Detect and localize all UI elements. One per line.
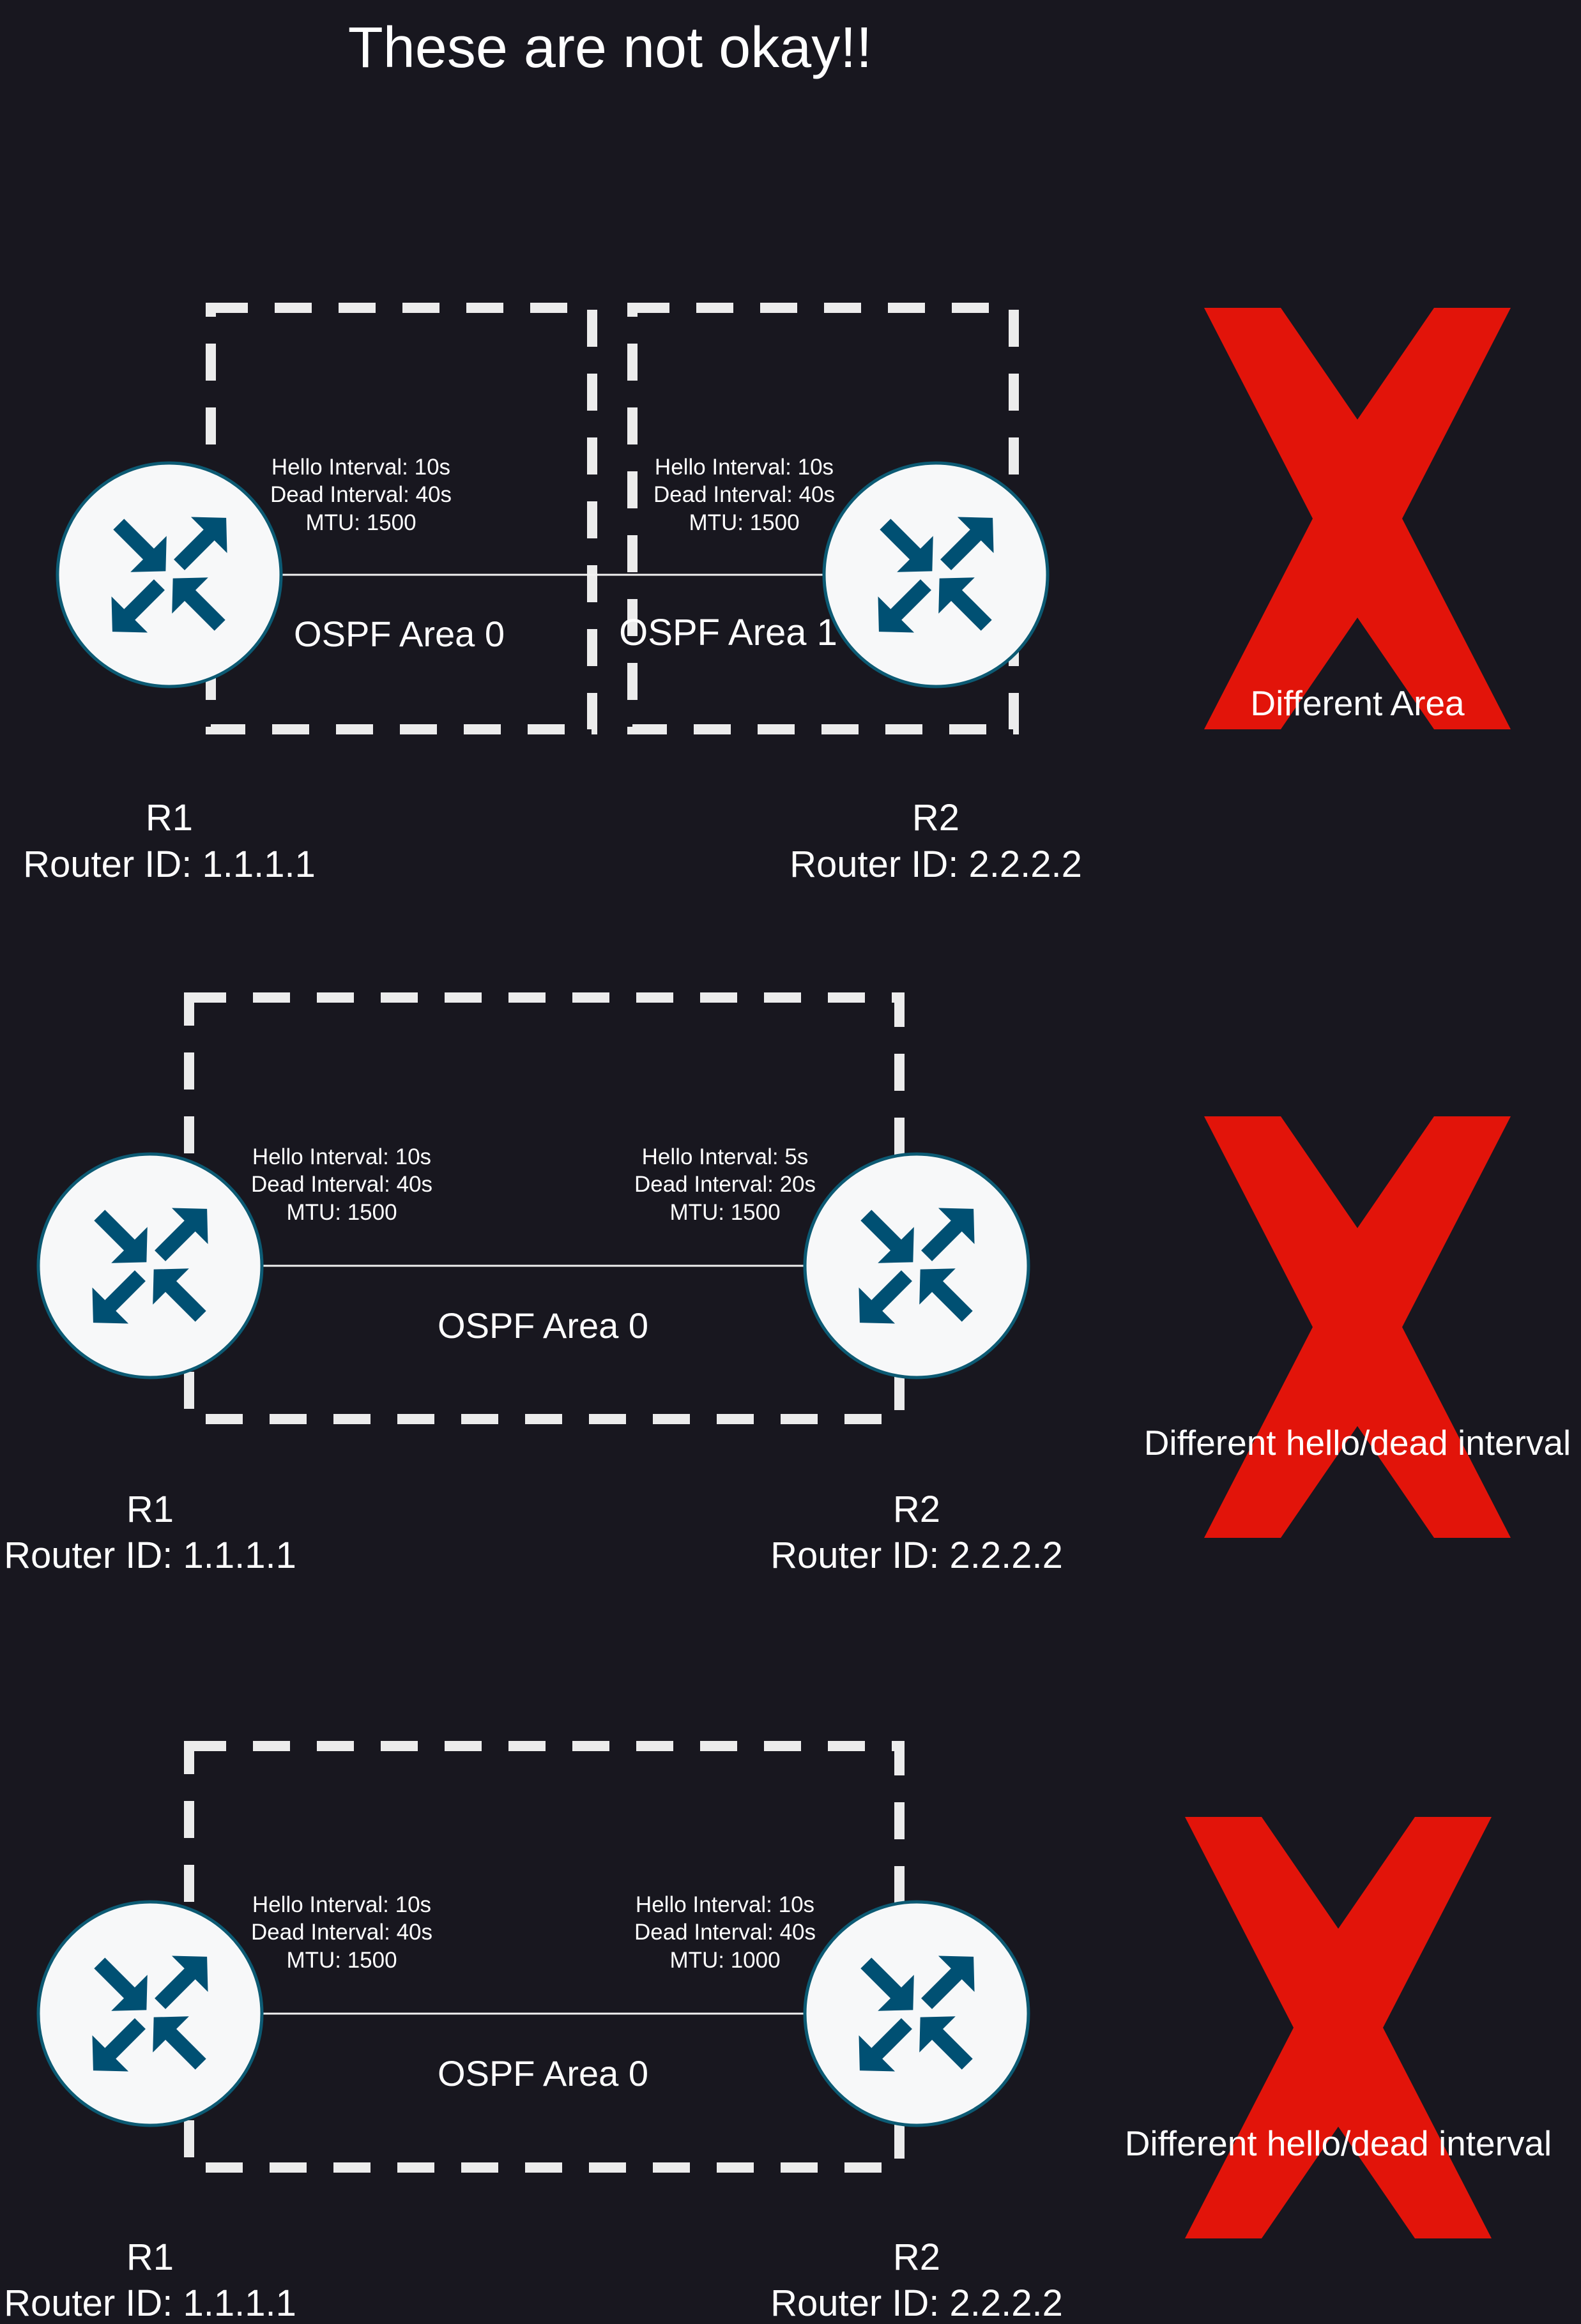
verdict-label: Different Area — [1250, 683, 1465, 723]
r2-hello: Hello Interval: 5s — [642, 1144, 809, 1169]
r1-name: R1 — [146, 797, 193, 839]
scenario-1: Hello Interval: 10s Dead Interval: 40s M… — [23, 303, 1511, 885]
r1-mtu: MTU: 1500 — [305, 510, 416, 535]
r2-mtu: MTU: 1000 — [669, 1948, 780, 1973]
r2-hello: Hello Interval: 10s — [655, 455, 834, 480]
area-label: OSPF Area 1 — [619, 612, 837, 653]
router-icon — [824, 463, 1048, 687]
r1-mtu: MTU: 1500 — [286, 1200, 397, 1225]
r2-mtu: MTU: 1500 — [689, 510, 799, 535]
router-icon — [57, 463, 281, 687]
scenario-3: Hello Interval: 10s Dead Interval: 40s M… — [4, 1741, 1552, 2324]
r2-name: R2 — [912, 797, 959, 839]
router-icon — [805, 1902, 1028, 2125]
area-label: OSPF Area 0 — [438, 2053, 648, 2093]
r2-router-id: Router ID: 2.2.2.2 — [770, 2282, 1063, 2324]
scenario-2: Hello Interval: 10s Dead Interval: 40s M… — [4, 992, 1571, 1576]
r2-router-id: Router ID: 2.2.2.2 — [790, 844, 1082, 885]
x-mark-icon — [1204, 308, 1511, 729]
r1-hello: Hello Interval: 10s — [271, 455, 450, 480]
r1-dead: Dead Interval: 40s — [251, 1920, 432, 1945]
r1-hello: Hello Interval: 10s — [252, 1144, 431, 1169]
r1-router-id: Router ID: 1.1.1.1 — [4, 1535, 296, 1576]
r2-router-id: Router ID: 2.2.2.2 — [770, 1535, 1063, 1576]
r2-dead: Dead Interval: 40s — [634, 1920, 816, 1945]
area-label: OSPF Area 0 — [438, 1305, 648, 1346]
router-icon — [38, 1902, 262, 2125]
x-mark-icon — [1204, 1116, 1511, 1538]
area-label: OSPF Area 0 — [294, 614, 505, 654]
r1-mtu: MTU: 1500 — [286, 1948, 397, 1973]
r2-mtu: MTU: 1500 — [669, 1200, 780, 1225]
r1-hello: Hello Interval: 10s — [252, 1892, 431, 1917]
area-0-boundary — [206, 303, 597, 734]
verdict-label: Different hello/dead interval — [1125, 2123, 1552, 2163]
r1-router-id: Router ID: 1.1.1.1 — [23, 844, 316, 885]
r1-name: R1 — [126, 1489, 174, 1530]
r1-dead: Dead Interval: 40s — [251, 1172, 432, 1197]
router-icon — [805, 1154, 1028, 1378]
r1-dead: Dead Interval: 40s — [270, 482, 452, 507]
r1-name: R1 — [126, 2237, 174, 2278]
r1-router-id: Router ID: 1.1.1.1 — [4, 2282, 296, 2324]
verdict-label: Different hello/dead interval — [1144, 1423, 1571, 1462]
r2-name: R2 — [893, 2237, 940, 2278]
x-mark-icon — [1185, 1817, 1492, 2238]
r2-name: R2 — [893, 1489, 940, 1530]
r2-dead: Dead Interval: 40s — [653, 482, 835, 507]
page-title: These are not okay!! — [348, 16, 872, 80]
r2-hello: Hello Interval: 10s — [636, 1892, 814, 1917]
r2-dead: Dead Interval: 20s — [634, 1172, 816, 1197]
router-icon — [38, 1154, 262, 1378]
